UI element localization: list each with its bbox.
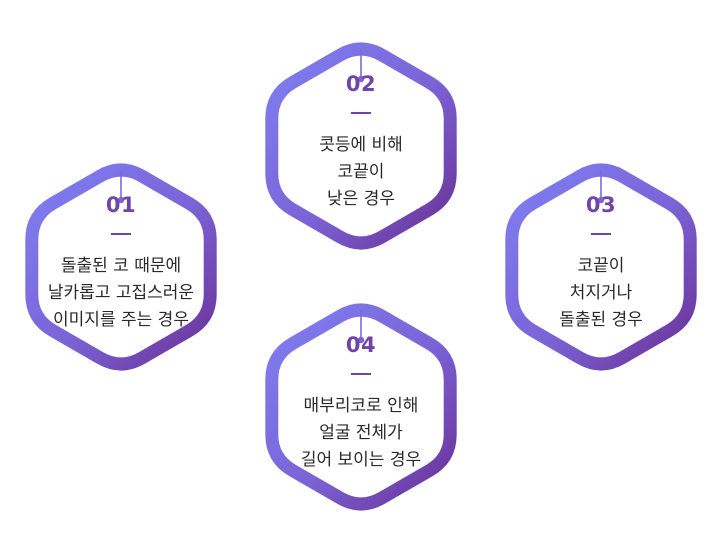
description-line: 처지거나 [569, 283, 633, 303]
hexagon-frame [265, 303, 457, 511]
divider [351, 112, 371, 114]
item-04: 04 매부리코로 인해 얼굴 전체가 길어 보이는 경우 [261, 333, 461, 474]
description-line: 코끝이 [577, 256, 625, 276]
item-02: 02 콧등에 비해 코끝이 낮은 경우 [261, 72, 461, 213]
divider [351, 373, 371, 375]
item-description: 돌출된 코 때문에 날카롭고 고집스러운 이미지를 주는 경우 [21, 253, 221, 334]
description-line: 얼굴 전체가 [319, 423, 403, 443]
connector-dot [357, 75, 365, 83]
description-line: 이미지를 주는 경우 [53, 310, 189, 330]
description-line: 코끝이 [337, 162, 385, 182]
description-line: 콧등에 비해 [319, 135, 403, 155]
hexagon-frame [505, 163, 697, 371]
description-line: 길어 보이는 경우 [300, 450, 422, 470]
connector-dot [117, 196, 125, 204]
item-03: 03 코끝이 처지거나 돌출된 경우 [501, 193, 701, 334]
description-line: 날카롭고 고집스러운 [47, 283, 195, 303]
item-description: 매부리코로 인해 얼굴 전체가 길어 보이는 경우 [261, 393, 461, 474]
hexagon-frame [25, 163, 217, 371]
item-number: 04 [345, 333, 377, 357]
connector-dot [597, 196, 605, 204]
item-01: 01 돌출된 코 때문에 날카롭고 고집스러운 이미지를 주는 경우 [21, 193, 221, 334]
item-description: 코끝이 처지거나 돌출된 경우 [501, 253, 701, 334]
item-description: 콧등에 비해 코끝이 낮은 경우 [261, 132, 461, 213]
description-line: 돌출된 코 때문에 [60, 256, 182, 276]
item-number: 02 [345, 72, 377, 96]
item-number: 01 [105, 193, 137, 217]
divider [591, 233, 611, 235]
divider [111, 233, 131, 235]
connector-dot [357, 336, 365, 344]
description-line: 낮은 경우 [327, 189, 395, 209]
hexagon-frame [265, 42, 457, 250]
description-line: 돌출된 경우 [559, 310, 643, 330]
description-line: 매부리코로 인해 [303, 396, 419, 416]
item-number: 03 [585, 193, 617, 217]
